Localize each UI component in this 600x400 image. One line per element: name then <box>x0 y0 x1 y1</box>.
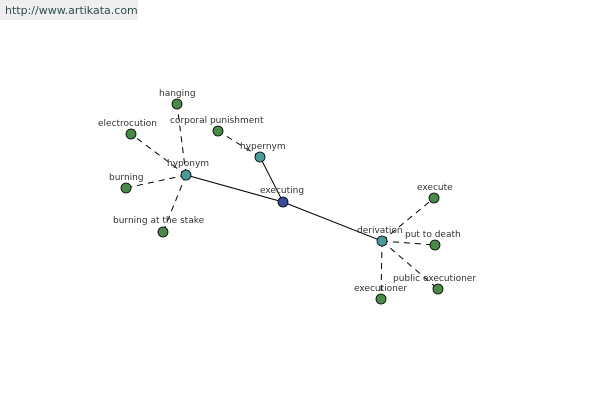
label-derivation[interactable]: derivation <box>357 226 403 236</box>
label-burning[interactable]: burning <box>109 173 144 183</box>
label-put-to-death[interactable]: put to death <box>405 230 461 240</box>
edge-derivation-execute <box>381 197 435 242</box>
edge-hypernym-corporal-punishment <box>217 130 261 158</box>
node-hyponym[interactable] <box>180 169 192 181</box>
node-execute[interactable] <box>428 192 440 204</box>
node-executioner[interactable] <box>375 293 387 305</box>
labels: hanging electrocution corporal punishmen… <box>98 89 476 294</box>
label-burning-at-the-stake[interactable]: burning at the stake <box>113 216 205 226</box>
node-put-to-death[interactable] <box>429 239 441 251</box>
node-derivation[interactable] <box>376 235 388 247</box>
edge-derivation-public-executioner <box>381 240 439 290</box>
label-executing[interactable]: executing <box>260 186 304 196</box>
label-hyponym[interactable]: hyponym <box>167 159 209 169</box>
node-burning-at-the-stake[interactable] <box>157 226 169 238</box>
label-public-executioner[interactable]: public executioner <box>393 274 476 284</box>
edge-derivation-put-to-death <box>381 240 436 246</box>
label-executioner[interactable]: executioner <box>354 284 407 294</box>
node-public-executioner[interactable] <box>432 283 444 295</box>
nodes <box>120 98 444 305</box>
label-corporal-punishment[interactable]: corporal punishment <box>170 116 264 126</box>
node-hypernym[interactable] <box>254 151 266 163</box>
url-banner: http://www.artikata.com <box>0 0 138 20</box>
label-execute[interactable]: execute <box>417 183 453 193</box>
node-corporal-punishment[interactable] <box>212 125 224 137</box>
edge-executing-hyponym <box>185 174 284 203</box>
node-burning[interactable] <box>120 182 132 194</box>
url-link[interactable]: http://www.artikata.com <box>5 4 138 17</box>
label-hypernym[interactable]: hypernym <box>240 142 286 152</box>
edge-executing-derivation <box>282 201 383 242</box>
node-electrocution[interactable] <box>125 128 137 140</box>
edge-hyponym-hanging <box>176 103 187 176</box>
label-hanging[interactable]: hanging <box>159 89 196 99</box>
edge-derivation-executioner <box>380 240 383 300</box>
edge-executing-hypernym <box>259 156 284 203</box>
edge-hyponym-electrocution <box>130 133 187 176</box>
node-hanging[interactable] <box>171 98 183 110</box>
label-electrocution[interactable]: electrocution <box>98 119 157 129</box>
edges <box>125 103 439 300</box>
node-executing[interactable] <box>277 196 289 208</box>
